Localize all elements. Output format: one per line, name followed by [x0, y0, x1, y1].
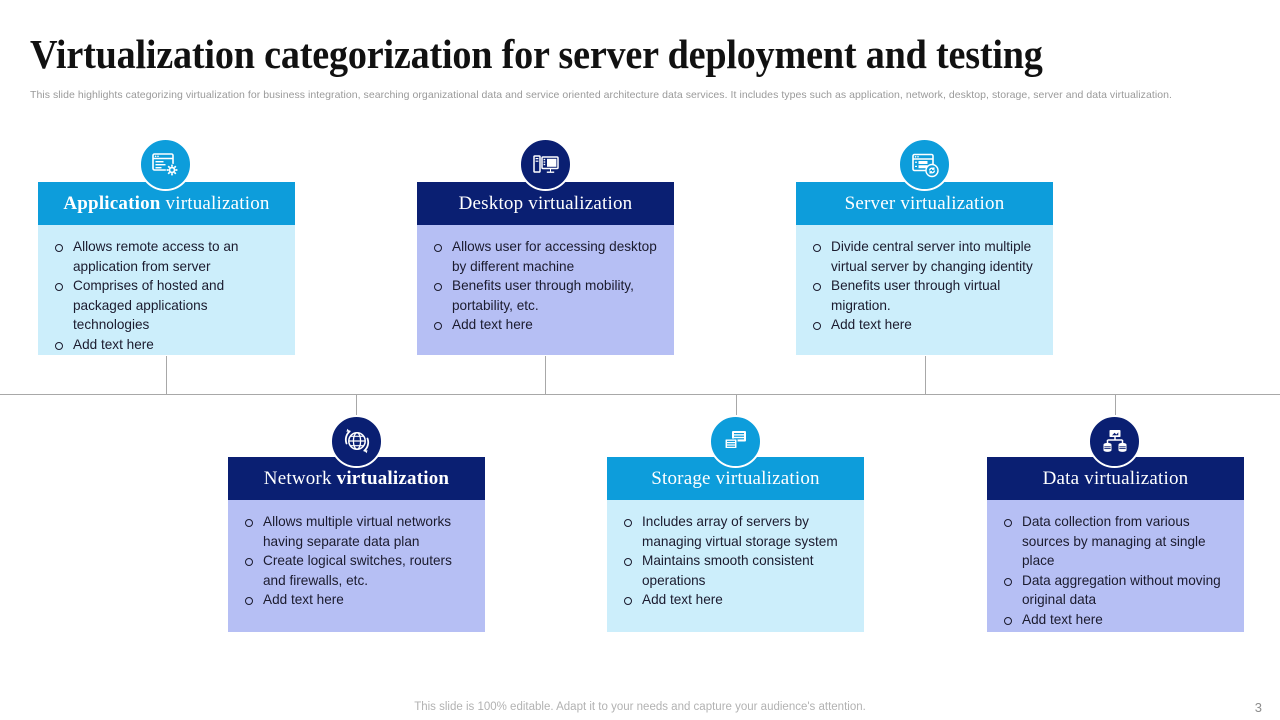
badge-desktop — [519, 138, 572, 191]
card-server-title-part1: Server — [844, 192, 896, 214]
card-application-title-bold: Application — [63, 192, 161, 214]
connector-vertical-application — [166, 356, 167, 394]
list-item: Includes array of servers by managing vi… — [621, 512, 854, 551]
card-desktop-body: Allows user for accessing desktop by dif… — [417, 225, 674, 355]
card-network-body: Allows multiple virtual networks having … — [228, 500, 485, 632]
list-item: Data collection from various sources by … — [1001, 512, 1234, 571]
connector-vertical-network — [356, 394, 357, 430]
card-network-title-bold: virtualization — [336, 467, 450, 489]
card-desktop[interactable]: Desktop virtualization Allows user for a… — [417, 182, 674, 355]
badge-network — [330, 415, 383, 468]
list-item: Allows user for accessing desktop by dif… — [431, 237, 664, 276]
card-storage-title-part1: Storage — [651, 467, 711, 489]
list-item: Add text here — [1001, 610, 1234, 630]
page-title: Virtualization categorization for server… — [30, 31, 1043, 77]
connector-vertical-desktop — [545, 356, 546, 394]
badge-application — [139, 138, 192, 191]
badge-storage — [709, 415, 762, 468]
card-storage[interactable]: Storage virtualization Includes array of… — [607, 457, 864, 632]
list-item: Data aggregation without moving original… — [1001, 571, 1234, 610]
app-window-gear-icon — [151, 150, 181, 180]
list-item: Add text here — [810, 315, 1043, 335]
card-data-title-part2: virtualization — [1084, 467, 1189, 489]
card-application[interactable]: Application virtualization Allows remote… — [38, 182, 295, 355]
card-server-body: Divide central server into multiple virt… — [796, 225, 1053, 355]
data-hierarchy-icon — [1100, 427, 1130, 457]
list-item: Benefits user through virtual migration. — [810, 276, 1043, 315]
card-data[interactable]: Data virtualization Data collection from… — [987, 457, 1244, 632]
connector-vertical-server — [925, 356, 926, 394]
list-item: Add text here — [242, 590, 475, 610]
card-server-title-part2: virtualization — [900, 192, 1005, 214]
page-number: 3 — [1254, 700, 1262, 715]
list-item: Benefits user through mobility, portabil… — [431, 276, 664, 315]
list-item: Maintains smooth consistent operations — [621, 551, 854, 590]
connector-horizontal-line — [0, 394, 1280, 395]
list-item: Add text here — [52, 335, 285, 355]
card-application-body: Allows remote access to an application f… — [38, 225, 295, 355]
connector-vertical-data — [1115, 394, 1116, 430]
list-item: Divide central server into multiple virt… — [810, 237, 1043, 276]
list-item: Create logical switches, routers and fir… — [242, 551, 475, 590]
desktop-computer-icon — [531, 150, 561, 180]
footer-note: This slide is 100% editable. Adapt it to… — [414, 701, 866, 713]
connector-vertical-storage — [736, 394, 737, 430]
card-application-title-regular: virtualization — [165, 192, 270, 214]
list-item: Comprises of hosted and packaged applica… — [52, 276, 285, 335]
card-application-header: Application virtualization — [38, 182, 295, 225]
list-item: Allows remote access to an application f… — [52, 237, 285, 276]
list-item: Allows multiple virtual networks having … — [242, 512, 475, 551]
storage-stack-icon — [721, 427, 751, 457]
page-subtitle: This slide highlights categorizing virtu… — [30, 89, 1172, 101]
card-network-title-regular: Network — [263, 467, 332, 489]
globe-network-icon — [341, 426, 373, 458]
card-desktop-title-part2: virtualization — [528, 192, 633, 214]
card-desktop-title-part1: Desktop — [458, 192, 524, 214]
badge-data — [1088, 415, 1141, 468]
card-data-body: Data collection from various sources by … — [987, 500, 1244, 632]
list-item: Add text here — [431, 315, 664, 335]
card-server[interactable]: Server virtualization Divide central ser… — [796, 182, 1053, 355]
card-storage-body: Includes array of servers by managing vi… — [607, 500, 864, 632]
card-data-title-part1: Data — [1042, 467, 1080, 489]
server-window-refresh-icon — [910, 150, 940, 180]
card-network[interactable]: Network virtualization Allows multiple v… — [228, 457, 485, 632]
card-server-header: Server virtualization — [796, 182, 1053, 225]
badge-server — [898, 138, 951, 191]
card-storage-title-part2: virtualization — [715, 467, 820, 489]
list-item: Add text here — [621, 590, 854, 610]
